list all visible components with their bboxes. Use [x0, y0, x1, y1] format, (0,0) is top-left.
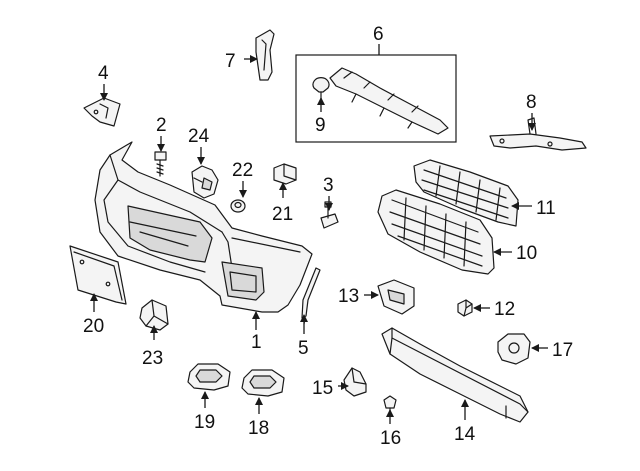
part-15-bracket: [343, 367, 367, 397]
part-21-clip: [273, 163, 297, 185]
part-10-grille: [377, 189, 495, 275]
part-20-license-bracket: [69, 245, 127, 305]
callout-13: 13: [338, 286, 359, 307]
part-6-group: 6 9: [295, 24, 457, 143]
callout-18: 18: [248, 418, 269, 439]
part-5-side-support: [301, 267, 321, 325]
part-24-sensor: [191, 165, 219, 199]
part-8-side-bracket: [489, 117, 587, 151]
part-14-reinforcement: [381, 327, 529, 423]
part-6-frame: [295, 54, 457, 143]
callout-20: 20: [83, 316, 104, 337]
callout-6: 6: [373, 24, 384, 45]
callout-24: 24: [188, 126, 210, 147]
callout-9: 9: [315, 115, 326, 136]
part-1-bumper-cover: [94, 141, 313, 313]
callout-12: 12: [494, 299, 515, 320]
part-11-grille-insert: [413, 159, 519, 227]
callout-4: 4: [98, 63, 109, 84]
part-12-clip: [457, 299, 473, 317]
part-9-clip: [312, 77, 330, 101]
part-7-bracket: [255, 29, 275, 81]
part-17-sensor-housing: [497, 333, 531, 365]
callout-10: 10: [516, 243, 537, 264]
part-13-bracket: [377, 279, 415, 315]
part-4-bracket: [83, 97, 121, 127]
callout-19: 19: [194, 412, 215, 433]
callout-2: 2: [156, 115, 167, 136]
callout-15: 15: [312, 378, 333, 399]
callout-1: 1: [251, 332, 262, 353]
part-19-fog-bezel: [187, 363, 231, 391]
callout-17: 17: [552, 340, 573, 361]
part-2-bolt: [154, 151, 167, 177]
callout-3: 3: [323, 175, 334, 196]
callout-23: 23: [142, 348, 163, 369]
part-18-fog-bezel: [241, 369, 285, 397]
callout-16: 16: [380, 428, 401, 449]
part-23-bracket: [139, 299, 169, 331]
callout-21: 21: [272, 204, 293, 225]
part-22-grommet: [230, 199, 246, 213]
callout-22: 22: [232, 160, 253, 181]
callout-7: 7: [225, 51, 236, 72]
callout-5: 5: [298, 338, 309, 359]
callout-11: 11: [536, 198, 556, 219]
callout-8: 8: [526, 92, 537, 113]
callout-14: 14: [454, 424, 476, 445]
part-6-upper-support: [329, 67, 449, 135]
